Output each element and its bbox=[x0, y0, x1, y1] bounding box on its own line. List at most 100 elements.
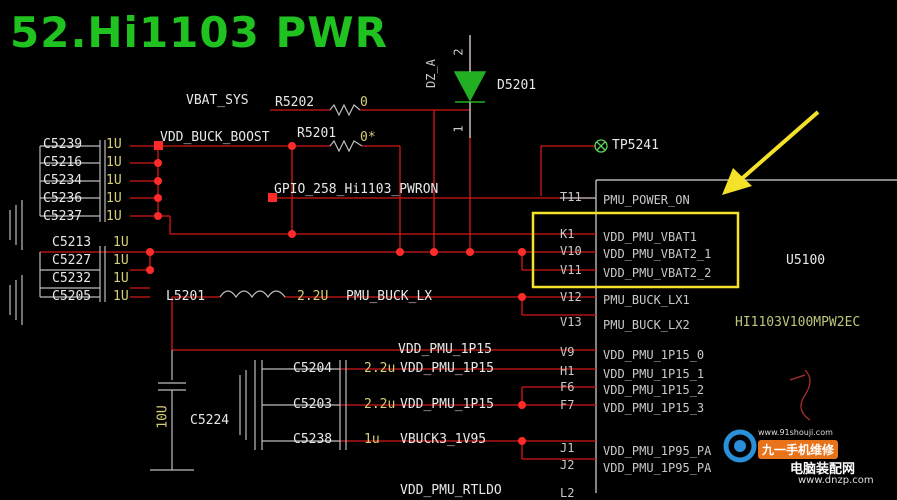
ref-r5202: R5202 bbox=[275, 95, 315, 110]
pin-number: V9 bbox=[560, 345, 575, 359]
cap-value: 1U bbox=[106, 155, 122, 170]
port-square bbox=[154, 141, 163, 150]
pin-name: VDD_PMU_VBAT2_2 bbox=[603, 266, 712, 280]
cap-ref: C5216 bbox=[43, 155, 83, 170]
cap-ref: C5239 bbox=[43, 137, 83, 152]
yellow-arrow-icon bbox=[722, 110, 820, 195]
pin-number: V12 bbox=[560, 290, 582, 304]
pin-name: VDD_PMU_VBAT2_1 bbox=[603, 247, 712, 261]
pin-number: T11 bbox=[560, 190, 582, 204]
ref-r5201: R5201 bbox=[297, 126, 337, 141]
diode-pin-2: 2 bbox=[451, 48, 466, 56]
val-c5238: 1u bbox=[364, 432, 380, 447]
val-c5204: 2.2u bbox=[364, 361, 396, 376]
pin-number: H1 bbox=[560, 364, 575, 378]
net-vdd-buck-boost: VDD_BUCK_BOOST bbox=[160, 130, 270, 145]
cap-value: 1U bbox=[113, 271, 129, 286]
pin-name: VDD_PMU_1P95_PA bbox=[603, 461, 712, 475]
node bbox=[288, 230, 296, 238]
pin-number: J2 bbox=[560, 458, 575, 472]
pin-number: L2 bbox=[560, 486, 575, 500]
u5100-part-number: HI1103V100MPW2EC bbox=[735, 315, 861, 330]
junction-nodes bbox=[146, 141, 526, 445]
val-r5201: 0* bbox=[360, 130, 376, 145]
cap-ref: C5232 bbox=[52, 271, 92, 286]
node bbox=[146, 248, 154, 256]
ref-c5203: C5203 bbox=[293, 397, 333, 412]
decorative-mark bbox=[789, 369, 811, 421]
tp5241-symbol bbox=[594, 139, 608, 153]
pin-number: F6 bbox=[560, 380, 575, 394]
watermark-site2: www.dnzp.com bbox=[798, 475, 874, 486]
net-gpio-pwron: GPIO_258_Hi1103_PWRON bbox=[274, 182, 439, 197]
highlight-box bbox=[531, 211, 740, 289]
ref-c5224: C5224 bbox=[190, 413, 230, 428]
net-dz-a: DZ_A bbox=[424, 59, 438, 88]
cap-ref: C5237 bbox=[43, 209, 83, 224]
cap-value: 1U bbox=[106, 137, 122, 152]
pin-number: K1 bbox=[560, 227, 575, 241]
val-r5202: 0 bbox=[360, 95, 368, 110]
cap-value: 1U bbox=[106, 173, 122, 188]
watermark-site1: www.91shouji.com bbox=[758, 428, 833, 437]
ref-d5201: D5201 bbox=[497, 78, 537, 93]
page-title: 52.Hi1103 PWR bbox=[10, 8, 388, 57]
cap-value: 1U bbox=[106, 191, 122, 206]
ref-l5201: L5201 bbox=[166, 289, 206, 304]
pin-name: VDD_PMU_1P15_0 bbox=[603, 348, 705, 362]
node bbox=[154, 194, 162, 202]
node bbox=[396, 248, 404, 256]
val-c5224: 10U bbox=[155, 405, 171, 429]
node bbox=[518, 437, 526, 445]
net-vbat-sys: VBAT_SYS bbox=[186, 93, 249, 108]
net-vdd-pmu-rtldo: VDD_PMU_RTLDO bbox=[400, 483, 502, 498]
cap-ref: C5205 bbox=[52, 289, 92, 304]
pin-number: J1 bbox=[560, 441, 575, 455]
node bbox=[146, 266, 154, 274]
pin-number: V11 bbox=[560, 263, 582, 277]
diode-d5201 bbox=[453, 35, 487, 138]
net-vdd-pmu-1p15-a: VDD_PMU_1P15 bbox=[398, 342, 492, 357]
ref-u5100: U5100 bbox=[786, 253, 826, 268]
node bbox=[288, 142, 296, 150]
diode-pin-1: 1 bbox=[451, 125, 466, 133]
pin-name: VDD_PMU_1P15_1 bbox=[603, 367, 705, 381]
watermark-name2: 电脑装配网 bbox=[790, 462, 856, 477]
pin-number: V10 bbox=[560, 244, 582, 258]
cap-ref: C5227 bbox=[52, 253, 92, 268]
node bbox=[518, 401, 526, 409]
cap-value: 1U bbox=[106, 209, 122, 224]
pin-name: PMU_BUCK_LX2 bbox=[603, 318, 690, 332]
node bbox=[518, 293, 526, 301]
cap-value: 1U bbox=[113, 289, 129, 304]
ref-c5238: C5238 bbox=[293, 432, 333, 447]
pin-name: VDD_PMU_1P95_PA bbox=[603, 444, 712, 458]
pin-name: PMU_BUCK_LX1 bbox=[603, 293, 690, 307]
val-l5201: 2.2U bbox=[297, 289, 329, 304]
cap-ref: C5213 bbox=[52, 235, 92, 250]
node bbox=[430, 248, 438, 256]
ref-tp5241: TP5241 bbox=[612, 138, 659, 153]
pin-name: VDD_PMU_1P15_3 bbox=[603, 401, 705, 415]
watermark-brand: 九一手机维修 bbox=[758, 440, 839, 459]
node bbox=[466, 248, 474, 256]
pin-name: VDD_PMU_VBAT1 bbox=[603, 230, 697, 244]
pin-name: PMU_POWER_ON bbox=[603, 193, 690, 207]
cap-ref: C5234 bbox=[43, 173, 83, 188]
pin-name: VDD_PMU_1P15_2 bbox=[603, 383, 705, 397]
net-pmu-buck-lx: PMU_BUCK_LX bbox=[346, 289, 433, 304]
net-vdd-pmu-1p15-b: VDD_PMU_1P15 bbox=[400, 361, 494, 376]
node bbox=[154, 212, 162, 220]
net-vbuck3-1v95: VBUCK3_1V95 bbox=[400, 432, 487, 447]
node bbox=[154, 177, 162, 185]
net-vdd-pmu-1p15-c: VDD_PMU_1P15 bbox=[400, 397, 494, 412]
wires bbox=[40, 40, 596, 460]
val-c5203: 2.2u bbox=[364, 397, 396, 412]
cap-value: 1U bbox=[113, 253, 129, 268]
pin-number: V13 bbox=[560, 315, 582, 329]
watermark-logo-icon bbox=[723, 429, 757, 463]
cap-value: 1U bbox=[113, 235, 129, 250]
cap-plates bbox=[9, 103, 596, 471]
cap-ref: C5236 bbox=[43, 191, 83, 206]
